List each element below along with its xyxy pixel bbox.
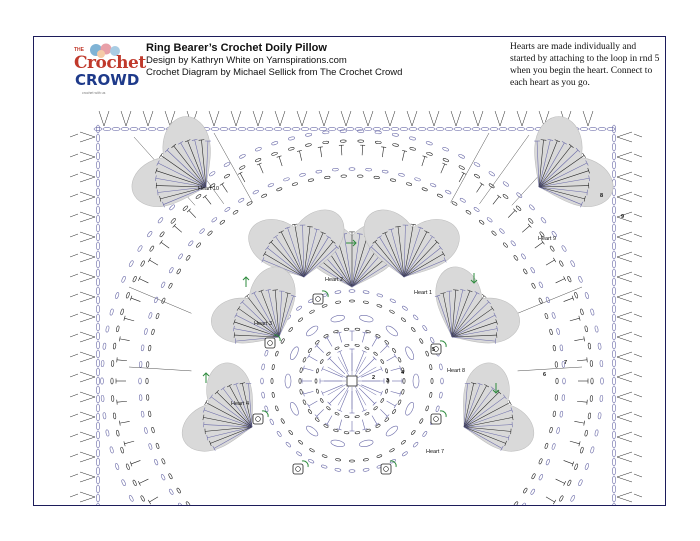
crochet-diagram: Heart 1 Heart 2 Heart 3 Heart 4 Heart 7 … xyxy=(69,110,643,505)
design-credit: Design by Kathryn White on Yarnspiration… xyxy=(146,55,347,66)
round-number-6: 6 xyxy=(543,372,546,378)
logo-the: THE xyxy=(74,47,84,53)
round-number-7: 7 xyxy=(564,360,567,366)
heart-8-label: Heart 8 xyxy=(447,368,465,374)
instruction-note: Hearts are made individually and started… xyxy=(510,42,660,88)
header: Ring Bearer’s Crochet Doily Pillow Desig… xyxy=(146,41,402,79)
logo-crowd: CROWD xyxy=(75,71,140,89)
round-number-2: 2 xyxy=(372,375,375,381)
logo-crochet: Crochet xyxy=(74,53,146,73)
round-number-9: 9 xyxy=(621,214,624,220)
heart-9-label: Heart 9 xyxy=(538,236,556,242)
yarn-balls-icon xyxy=(90,43,120,58)
round-number-4: 4 xyxy=(401,370,405,376)
heart-7-label: Heart 7 xyxy=(426,449,444,455)
logo-tagline: crochet with us xyxy=(82,91,106,95)
heart-3-label: Heart 3 xyxy=(254,321,272,327)
heart-10-label: Heart 10 xyxy=(198,186,219,192)
round-number-8: 8 xyxy=(600,193,603,199)
heart-1-label: Heart 1 xyxy=(414,290,432,296)
crochet-crowd-logo: THE Crochet CROWD crochet with us xyxy=(70,41,146,105)
round-number-3: 3 xyxy=(386,378,389,384)
round-number-5: 5 xyxy=(432,347,435,353)
heart-2-label: Heart 2 xyxy=(325,277,343,283)
heart-4-label: Heart 4 xyxy=(231,401,249,407)
diagram-credit: Crochet Diagram by Michael Sellick from … xyxy=(146,67,403,78)
page-title: Ring Bearer’s Crochet Doily Pillow xyxy=(146,42,327,54)
diagram-frame: Heart 1 Heart 2 Heart 3 Heart 4 Heart 7 … xyxy=(33,36,666,506)
